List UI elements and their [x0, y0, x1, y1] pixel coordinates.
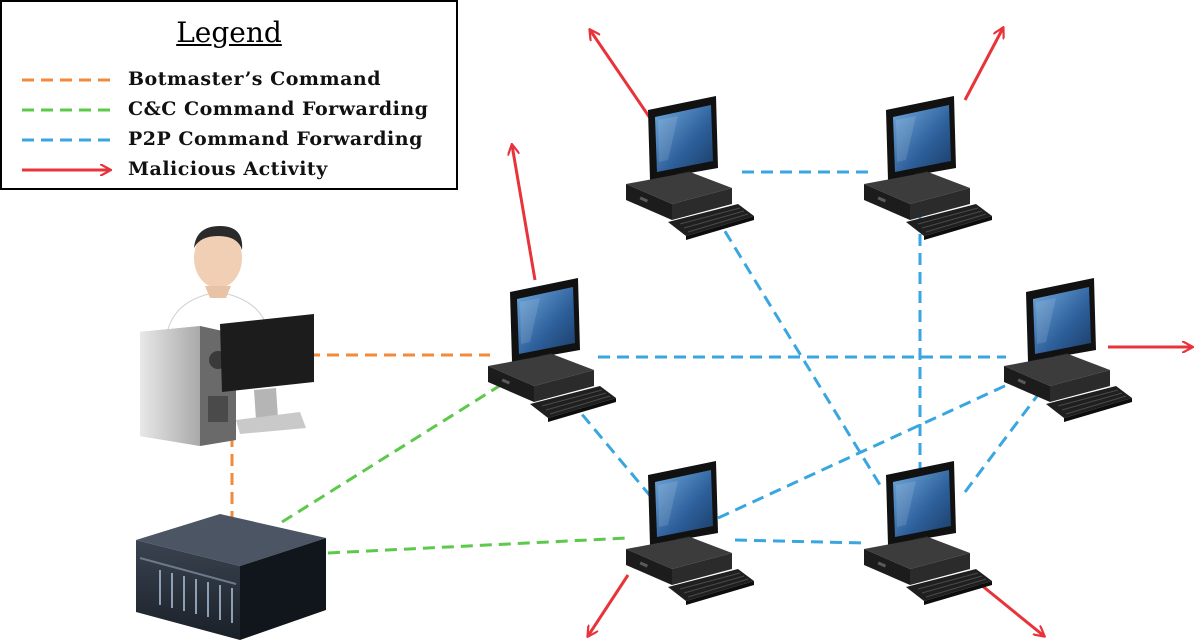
bot-computer-icon	[863, 95, 993, 241]
edge-cnc-to-bot-1	[281, 376, 513, 524]
legend-label: Malicious Activity	[128, 158, 328, 180]
legend-item-p2p-forwarding: P2P Command Forwarding	[18, 126, 448, 156]
malicious-arrow-bot-6	[974, 578, 1044, 636]
malicious-activity-arrows	[512, 28, 1192, 636]
edge-bot-6-to-bot-4	[963, 391, 1042, 493]
server-rack-icon	[136, 514, 326, 640]
orange-dashed-line-icon	[22, 78, 114, 82]
legend-item-botmaster-command: Botmaster’s Command	[18, 66, 448, 96]
edge-bot-5-to-bot-4	[717, 376, 1023, 520]
malicious-arrow-bot-5	[588, 574, 630, 636]
malicious-arrow-bot-2	[590, 30, 652, 119]
legend-label: P2P Command Forwarding	[128, 128, 423, 150]
legend-label: C&C Command Forwarding	[128, 98, 429, 120]
blue-dashed-line-icon	[22, 138, 114, 142]
legend-item-cnc-forwarding: C&C Command Forwarding	[18, 96, 448, 126]
connection-lines	[230, 170, 1042, 555]
bot-computer-icon	[1003, 277, 1133, 423]
edge-bot-1-to-bot-5	[568, 399, 654, 499]
green-dashed-line-icon	[22, 108, 114, 112]
red-arrow-icon	[22, 156, 118, 186]
botmaster-workstation-icon	[140, 226, 314, 446]
edge-cnc-to-bot-5	[327, 536, 629, 555]
legend-label: Botmaster’s Command	[128, 68, 382, 90]
legend-item-malicious-activity: Malicious Activity	[18, 156, 448, 186]
bot-computer-icon	[625, 460, 755, 606]
bot-computer-icon	[625, 95, 755, 241]
edge-bot-5-to-bot-6	[734, 538, 866, 545]
bot-computer-icon	[487, 277, 617, 423]
edge-bot-2-to-bot-6	[713, 214, 882, 486]
legend-box: Legend Botmaster’s Command C&C Command F…	[0, 0, 458, 190]
malicious-arrow-bot-3	[963, 28, 1003, 101]
malicious-arrow-bot-1	[512, 145, 537, 281]
legend-title: Legend	[176, 16, 282, 49]
bot-computer-icon	[863, 460, 993, 606]
